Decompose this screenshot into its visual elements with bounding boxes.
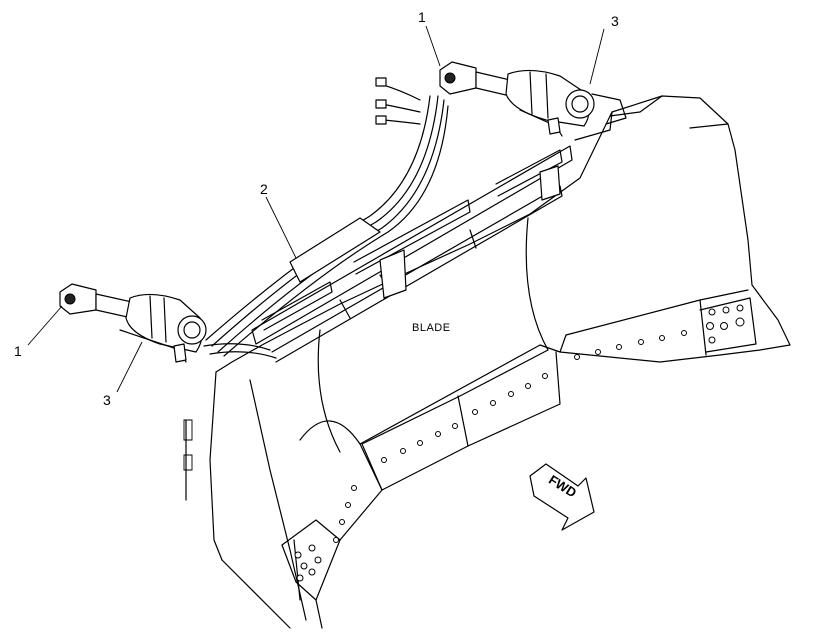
callout-1-left: 1 bbox=[14, 343, 22, 359]
callout-3-right: 3 bbox=[611, 13, 619, 29]
callout-1-right: 1 bbox=[418, 9, 426, 25]
blade-top-beam bbox=[251, 145, 573, 363]
blade-body bbox=[183, 95, 791, 629]
right-cylinder-assembly bbox=[439, 61, 627, 137]
left-cylinder-assembly bbox=[59, 283, 207, 363]
callout-2: 2 bbox=[260, 181, 268, 197]
forward-arrow: FWD bbox=[529, 463, 595, 531]
callout-3-left: 3 bbox=[103, 392, 111, 408]
blade-label: BLADE bbox=[412, 322, 451, 334]
callout-leaders bbox=[27, 25, 605, 393]
cutting-edge-bolt-holes bbox=[294, 304, 745, 582]
hose-group bbox=[203, 77, 449, 359]
